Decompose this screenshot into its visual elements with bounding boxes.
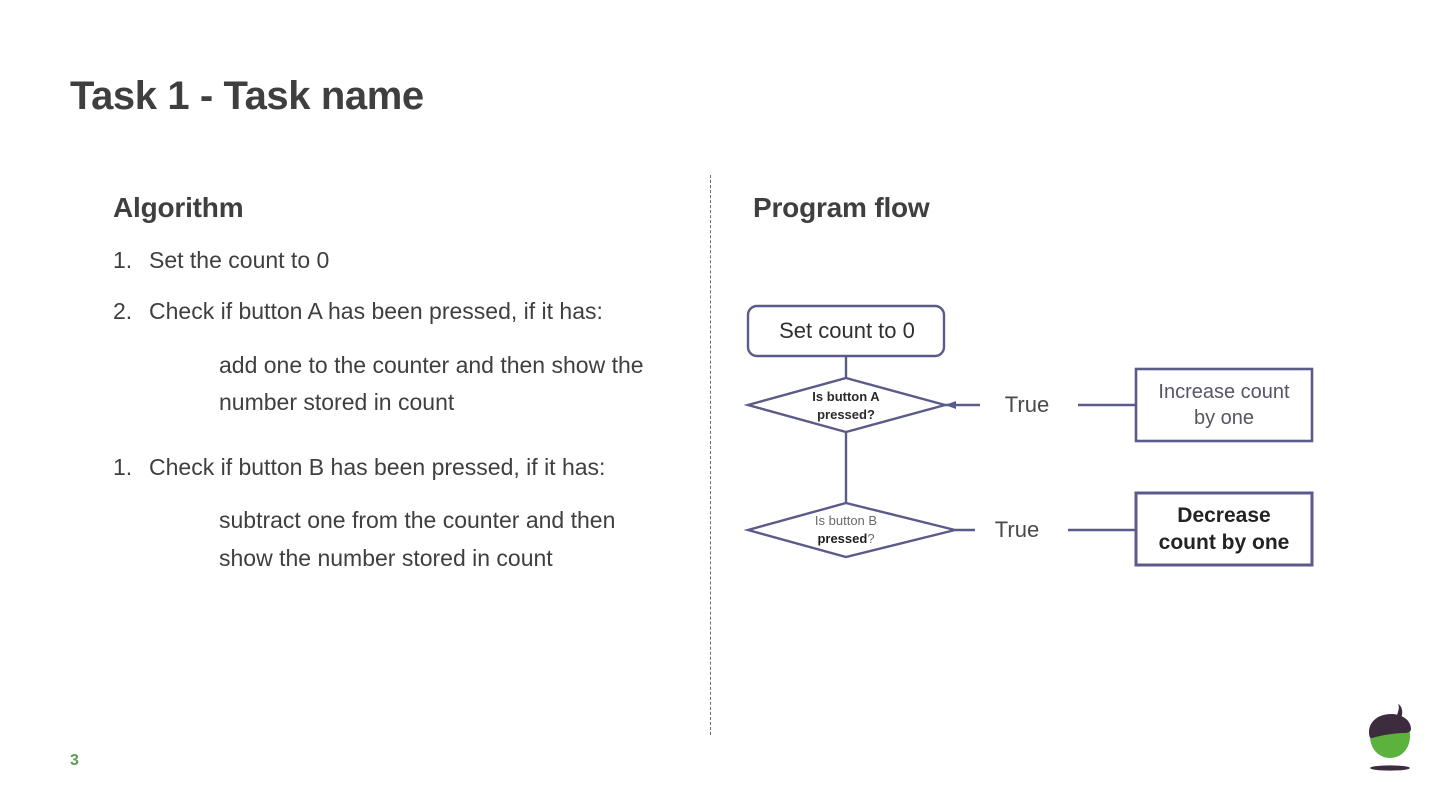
flow-action-b-box: [1134, 491, 1314, 567]
sub-note-add-one: add one to the counter and then show the…: [219, 351, 644, 415]
list-item: 1. Set the count to 0: [113, 242, 683, 279]
list-marker: 1.: [113, 454, 133, 480]
algorithm-list-part1: 1. Set the count to 0 2. Check if button…: [113, 242, 683, 331]
program-flow-column: Program flow: [753, 192, 930, 242]
list-item: 2. Check if button A has been pressed, i…: [113, 293, 683, 330]
list-marker: 2.: [113, 298, 133, 325]
column-divider: [710, 175, 711, 735]
list-item-text: Check if button B has been pressed, if i…: [149, 454, 606, 480]
flow-decision-a-diamond: [743, 376, 950, 434]
list-marker: 1.: [113, 247, 133, 273]
flow-action-a-box: [1134, 367, 1314, 443]
algorithm-column: Algorithm 1. Set the count to 0 2. Check…: [113, 192, 683, 577]
acorn-shadow-icon: [1370, 765, 1410, 771]
arrowhead-decision-a: [945, 401, 956, 409]
program-flow-heading: Program flow: [753, 192, 930, 223]
flow-decision-b-diamond: [743, 501, 956, 559]
flow-start-box: [746, 304, 946, 358]
page-number: 3: [70, 752, 79, 769]
acorn-cap-icon: [1369, 714, 1411, 739]
page-title: Task 1 - Task name: [70, 74, 424, 118]
list-item-text: Set the count to 0: [149, 247, 330, 273]
acorn-logo: [1369, 704, 1411, 771]
list-item: 1. Check if button B has been pressed, i…: [113, 449, 683, 486]
algorithm-heading: Algorithm: [113, 192, 244, 223]
list-item-text: Check if button A has been pressed, if i…: [149, 298, 603, 325]
sub-note-subtract-one: subtract one from the counter and then s…: [219, 507, 616, 571]
acorn-stem-icon: [1396, 704, 1403, 719]
algorithm-list-part2: 1. Check if button B has been pressed, i…: [113, 449, 683, 486]
